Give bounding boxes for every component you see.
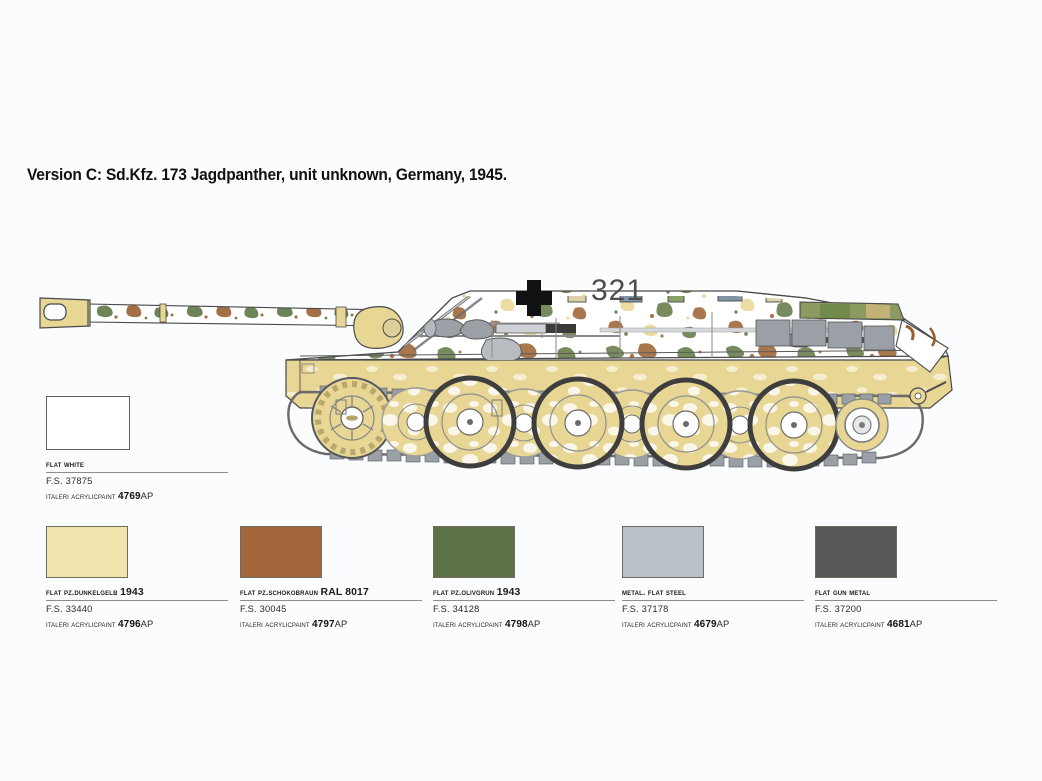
rear-stowage — [755, 301, 949, 373]
paint-brand-code: Italeri AcrylicPaint 4769AP — [46, 490, 228, 502]
paint-chip — [433, 526, 515, 578]
paint-name-suffix: 1943 — [120, 587, 144, 598]
paint-brand-code: Italeri AcrylicPaint 4797AP — [240, 618, 422, 630]
paint-code-suffix: AP — [527, 618, 541, 629]
paint-swatch-flat-pz-schokobraun-ral-8017: Flat Pz.Schokobraun RAL 8017 F.S. 30045 … — [240, 526, 422, 630]
paint-code-suffix: AP — [909, 618, 923, 629]
divider — [240, 600, 422, 601]
paint-swatch-metal-flat-steel: Metal. Flat Steel F.S. 37178 Italeri Acr… — [622, 526, 804, 630]
paint-name: Flat Gun Metal — [815, 587, 997, 598]
paint-fs-code: F.S. 30045 — [240, 604, 287, 614]
paint-name: Flat Pz.Schokobraun RAL 8017 — [240, 587, 422, 598]
paint-name-suffix: 1943 — [496, 587, 521, 598]
paint-code: 4769 — [118, 491, 141, 502]
paint-fs-code: F.S. 37200 — [815, 604, 862, 614]
paint-chip — [46, 396, 130, 450]
tow-hook — [909, 381, 947, 405]
gun-mantlet — [353, 306, 404, 349]
paint-code-suffix: AP — [140, 490, 154, 501]
fender-line — [299, 349, 945, 357]
running-gear — [287, 375, 924, 472]
paint-code: 4796 — [118, 619, 141, 630]
paint-swatch-flat-pz-olivgrun-1943: Flat Pz.Olivgrun 1943 F.S. 34128 Italeri… — [433, 526, 615, 630]
paint-code: 4679 — [694, 619, 717, 630]
paint-swatch-flat-gun-metal: Flat Gun Metal F.S. 37200 Italeri Acryli… — [815, 526, 997, 630]
paint-name-text: Flat Gun Metal — [815, 587, 871, 597]
divider — [46, 600, 228, 601]
idler-wheel — [835, 398, 889, 452]
paint-brand-code: Italeri AcrylicPaint 4681AP — [815, 618, 997, 630]
glacis-detail — [299, 360, 315, 394]
paint-name: Metal. Flat Steel — [622, 587, 804, 598]
paint-swatch-flat-white: Flat White F.S. 37875 Italeri AcrylicPai… — [46, 396, 228, 502]
divider — [46, 472, 228, 473]
paint-swatch-flat-pz-dunkelgelb-1943: Flat Pz.Dunkelgelb 1943 F.S. 33440 Itale… — [46, 526, 228, 630]
paint-brand-code: Italeri AcrylicPaint 4796AP — [46, 618, 228, 630]
paint-name-text: Metal. Flat Steel — [622, 587, 686, 597]
paint-chip — [622, 526, 704, 578]
paint-code-suffix: AP — [334, 618, 348, 629]
paint-chip — [240, 526, 322, 578]
paint-code: 4798 — [505, 619, 528, 630]
vehicle-number: 321 — [591, 274, 644, 307]
paint-code: 4797 — [312, 619, 335, 630]
paint-brand-code: Italeri AcrylicPaint 4679AP — [622, 618, 804, 630]
hull-markings: 321 — [516, 274, 644, 316]
paint-brand: Italeri AcrylicPaint — [815, 620, 885, 629]
paint-chip — [46, 526, 128, 578]
paint-brand-code: Italeri AcrylicPaint 4798AP — [433, 618, 615, 630]
balkenkreuz-icon — [516, 280, 552, 316]
paint-code: 4681 — [887, 619, 910, 630]
gun-barrel — [39, 297, 404, 349]
paint-name-text: Flat Pz.Schokobraun — [240, 587, 319, 597]
paint-name-suffix: RAL 8017 — [320, 587, 369, 598]
page-title: Version C: Sd.Kfz. 173 Jagdpanther, unit… — [27, 166, 507, 184]
paint-name: Flat Pz.Dunkelgelb 1943 — [46, 587, 228, 598]
paint-fs-code: F.S. 34128 — [433, 604, 480, 614]
paint-brand: Italeri AcrylicPaint — [46, 492, 116, 501]
paint-code-suffix: AP — [140, 618, 154, 629]
paint-fs-code: F.S. 37875 — [46, 476, 93, 486]
paint-fs-code: F.S. 37178 — [622, 604, 669, 614]
jagdpanther-illustration: 321 — [0, 200, 1042, 500]
paint-brand: Italeri AcrylicPaint — [433, 620, 503, 629]
paint-name: Flat White — [46, 459, 228, 470]
divider — [622, 600, 804, 601]
paint-brand: Italeri AcrylicPaint — [240, 620, 310, 629]
paint-name-text: Flat Pz.Dunkelgelb — [46, 587, 118, 597]
divider — [815, 600, 997, 601]
paint-brand: Italeri AcrylicPaint — [622, 620, 692, 629]
paint-fs-code: F.S. 33440 — [46, 604, 93, 614]
paint-code-suffix: AP — [716, 618, 730, 629]
paint-name-text: Flat Pz.Olivgrun — [433, 587, 495, 597]
drive-sprocket — [311, 377, 393, 459]
paint-brand: Italeri AcrylicPaint — [46, 620, 116, 629]
paint-name: Flat Pz.Olivgrun 1943 — [433, 587, 615, 598]
paint-name-text: Flat White — [46, 459, 85, 469]
paint-chip — [815, 526, 897, 578]
divider — [433, 600, 615, 601]
